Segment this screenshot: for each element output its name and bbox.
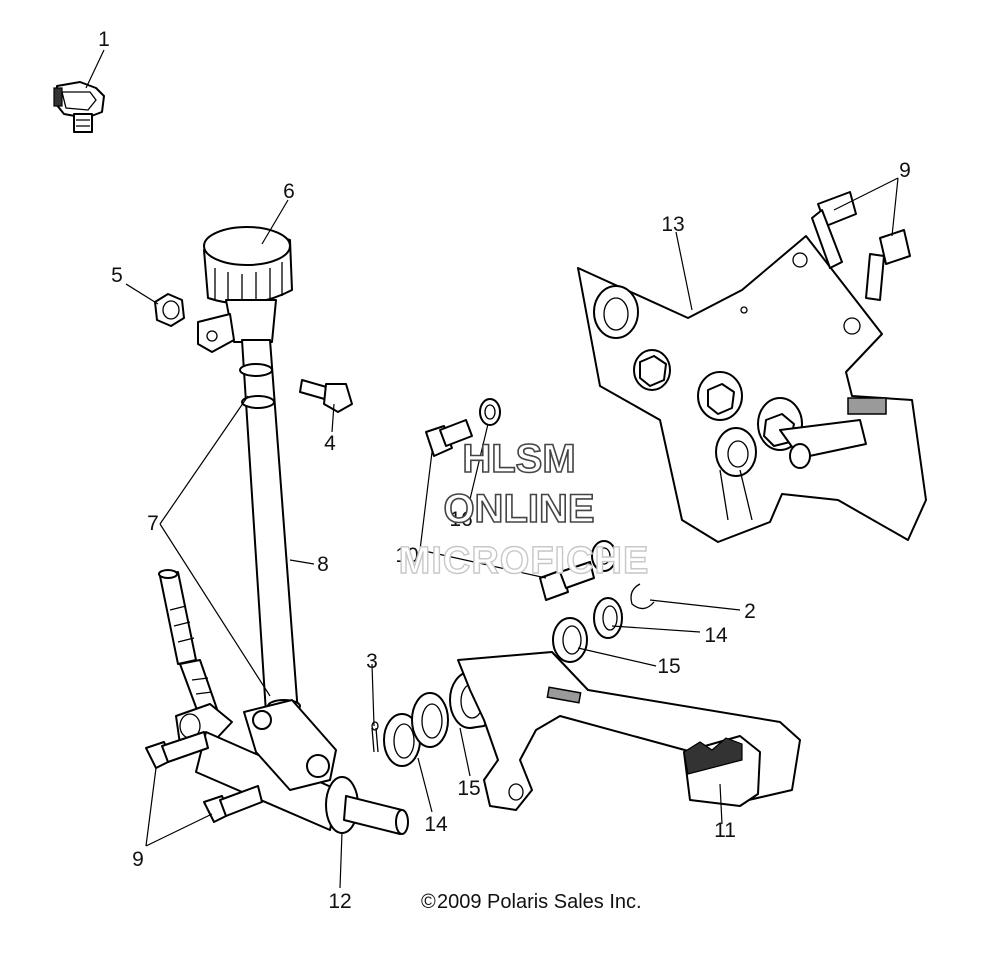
callout-9-right: 9 [899,159,911,182]
part-11-pedal [457,651,801,811]
callout-3: 3 [366,650,378,673]
callout-11: 11 [714,819,736,842]
part-5-nut [154,293,185,327]
part-9-bolts-left [145,731,263,823]
copyright-text: 2009 Polaris Sales Inc. [437,891,642,913]
callout-13: 13 [661,213,684,236]
callout-12: 12 [328,890,351,913]
part-4-bolt [299,379,353,413]
copyright-symbol: © [421,891,436,913]
callout-2: 2 [744,600,756,623]
callout-4: 4 [324,432,336,455]
part-fitting-line [158,569,219,719]
part-8-hose [239,339,303,745]
callout-6: 6 [283,180,295,203]
callout-14-upper: 14 [704,624,728,647]
callout-7: 7 [147,512,159,535]
callout-1: 1 [98,28,110,51]
part-10-bolts [425,398,617,601]
part-9-bolts-right [811,191,911,301]
callout-5: 5 [111,264,123,287]
watermark-line3: MICROFICHE [399,540,650,582]
watermark-line2: ONLINE [443,487,594,531]
callout-10: 10 [395,544,418,567]
part-13-bracket [577,235,927,543]
watermark: HLSM ONLINE MICROFICHE [398,436,650,583]
part-1-clip [53,81,105,133]
part-15-14-2-upper [552,583,655,663]
watermark-line1: HLSM [462,437,575,481]
callout-8: 8 [317,553,329,576]
callout-labels: 1 2 3 4 5 6 7 8 9 9 10 11 12 13 14 14 15… [98,28,911,913]
callout-15-upper: 15 [657,655,680,678]
copyright: © 2009 Polaris Sales Inc. [421,891,642,913]
part-6-reservoir [197,226,293,353]
part-3-pin [371,721,379,753]
callout-14-lower: 14 [424,813,448,836]
leader-lines [85,49,899,889]
callout-16: 16 [449,508,472,531]
callout-9-left: 9 [132,848,144,871]
callout-15-lower: 15 [457,777,480,800]
